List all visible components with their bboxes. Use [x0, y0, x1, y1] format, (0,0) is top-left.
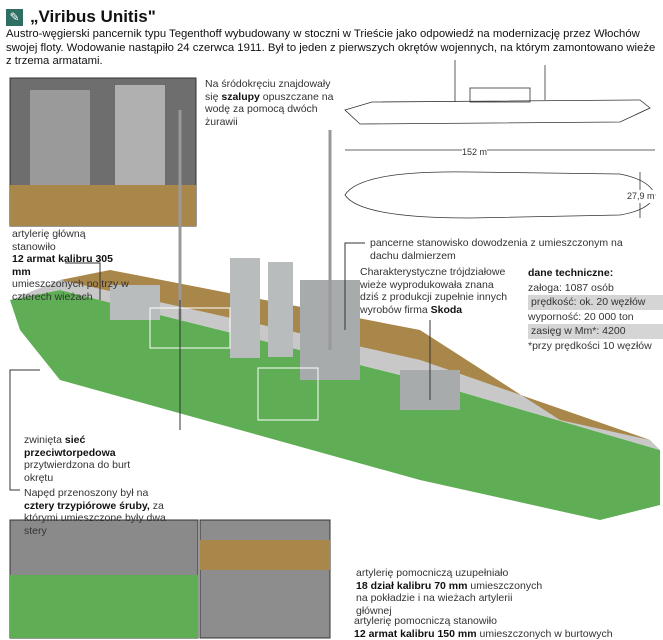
- deck: [60, 270, 650, 440]
- spec-displacement: wyporność: 20 000 ton: [528, 310, 634, 323]
- label-net: zwinięta sieć przeciwtorpedowa przytwier…: [24, 434, 131, 484]
- spec-range: zasięg w Mm*: 4200: [528, 324, 663, 339]
- page-title: „Viribus Unitis": [30, 7, 156, 26]
- spec-speed: prędkość: ok. 20 węzłów: [528, 295, 663, 310]
- intro-text: Austro-węgierski pancernik typu Tegentho…: [6, 28, 656, 67]
- length-dimension: 152 m: [462, 146, 488, 159]
- label-turrets: Charakterystyczne trójdziałowe wieże wyp…: [360, 266, 508, 316]
- dolphin-logo-icon: ✎: [6, 9, 23, 26]
- specs-heading: dane techniczne:: [528, 267, 614, 279]
- tech-specs: dane techniczne: załoga: 1087 osób prędk…: [528, 266, 663, 353]
- label-boats: Na śródokręciu znajdowały się szalupy op…: [205, 78, 334, 128]
- label-command: pancerne stanowisko dowodzenia z umieszc…: [370, 237, 623, 262]
- label-propulsion: Napęd przenoszony był na cztery trzypiór…: [24, 487, 166, 537]
- beam-dimension: 27,9 m: [627, 190, 655, 203]
- spec-crew: załoga: 1087 osób: [528, 281, 614, 294]
- inset-guns: [199, 519, 331, 639]
- side-view-drawing: [344, 60, 656, 219]
- spec-note: *przy prędkości 10 węzłów: [528, 339, 652, 352]
